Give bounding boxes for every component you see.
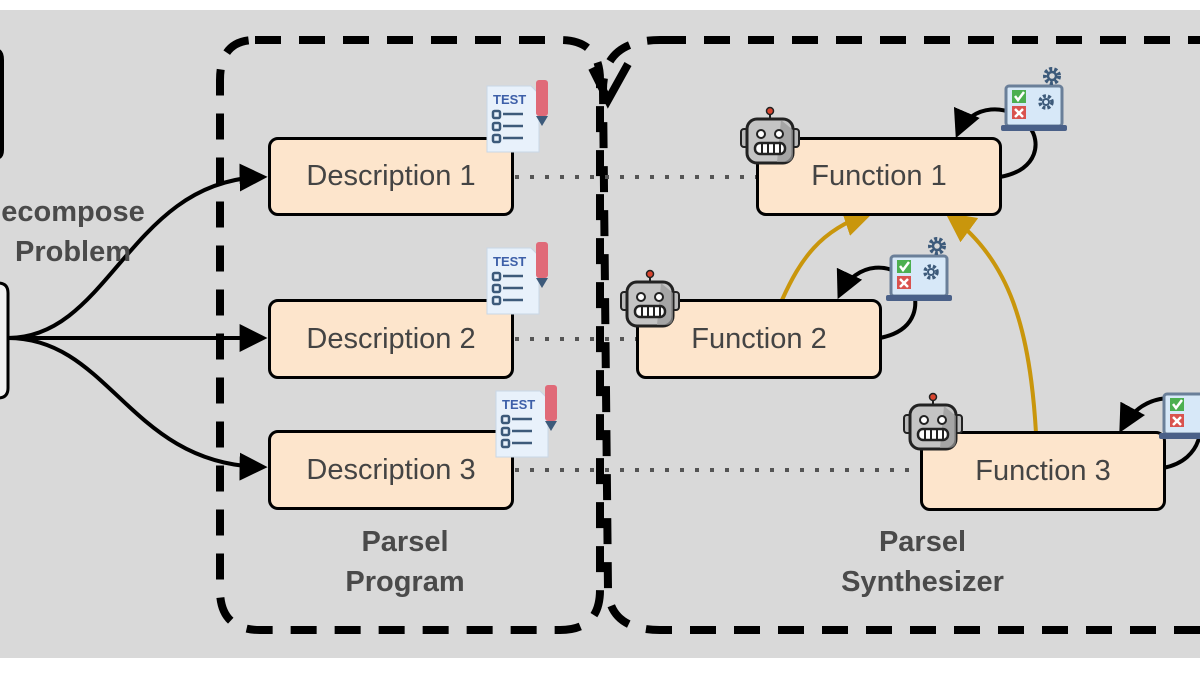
function-box-1[interactable]: Function 1 — [756, 137, 1002, 216]
program-dashed-border — [216, 36, 604, 634]
laptop-test-icon — [1000, 64, 1070, 141]
svg-text:TEST: TEST — [502, 397, 535, 412]
robot-icon — [737, 105, 803, 176]
synth-title-line1: Parsel — [878, 526, 967, 558]
svg-text:TEST: TEST — [493, 254, 526, 269]
decompose-label-line2: Problem — [14, 236, 132, 268]
program-title-line1: Parsel — [361, 526, 449, 558]
description-box-3[interactable]: Description 3 — [268, 430, 514, 510]
description-box-2[interactable]: Description 2 — [268, 299, 514, 379]
synthesizer-dashed-border — [598, 36, 1200, 634]
problem-box — [0, 281, 10, 400]
dependency-arrow-f2-f1 — [780, 207, 874, 301]
function-label: Function 2 — [691, 322, 827, 355]
description-label: Description 1 — [306, 160, 476, 192]
robot-icon — [617, 268, 683, 339]
description-label: Description 3 — [306, 453, 476, 486]
parsel-synthesizer-title: Parsel Synthesizer — [800, 522, 1045, 602]
problem-box-top — [0, 49, 4, 159]
laptop-test-icon — [885, 234, 955, 311]
svg-text:TEST: TEST — [493, 92, 526, 107]
function-label: Function 1 — [811, 160, 947, 192]
decompose-problem-label: ecompose Problem — [0, 192, 158, 272]
synth-corner-mark — [588, 62, 632, 109]
description-box-1[interactable]: Description 1 — [268, 137, 514, 216]
test-document-icon: TEST — [488, 383, 566, 466]
parsel-program-title: Parsel Program — [300, 522, 510, 602]
function-label: Function 3 — [975, 454, 1111, 487]
description-label: Description 2 — [306, 322, 476, 355]
function-box-2[interactable]: Function 2 — [636, 299, 882, 379]
decompose-arrow-3 — [7, 336, 268, 481]
function-box-3[interactable]: Function 3 — [920, 431, 1166, 511]
synth-title-line2: Synthesizer — [841, 566, 1004, 598]
dependency-arrow-f3-f1 — [945, 212, 1038, 434]
decompose-arrow-1 — [7, 163, 268, 340]
test-document-icon: TEST — [479, 240, 557, 323]
decompose-label-line1: ecompose — [1, 196, 145, 228]
laptop-test-icon — [1158, 372, 1200, 449]
program-title-line2: Program — [345, 566, 465, 598]
test-document-icon: TEST — [479, 78, 557, 161]
robot-icon — [900, 391, 966, 462]
